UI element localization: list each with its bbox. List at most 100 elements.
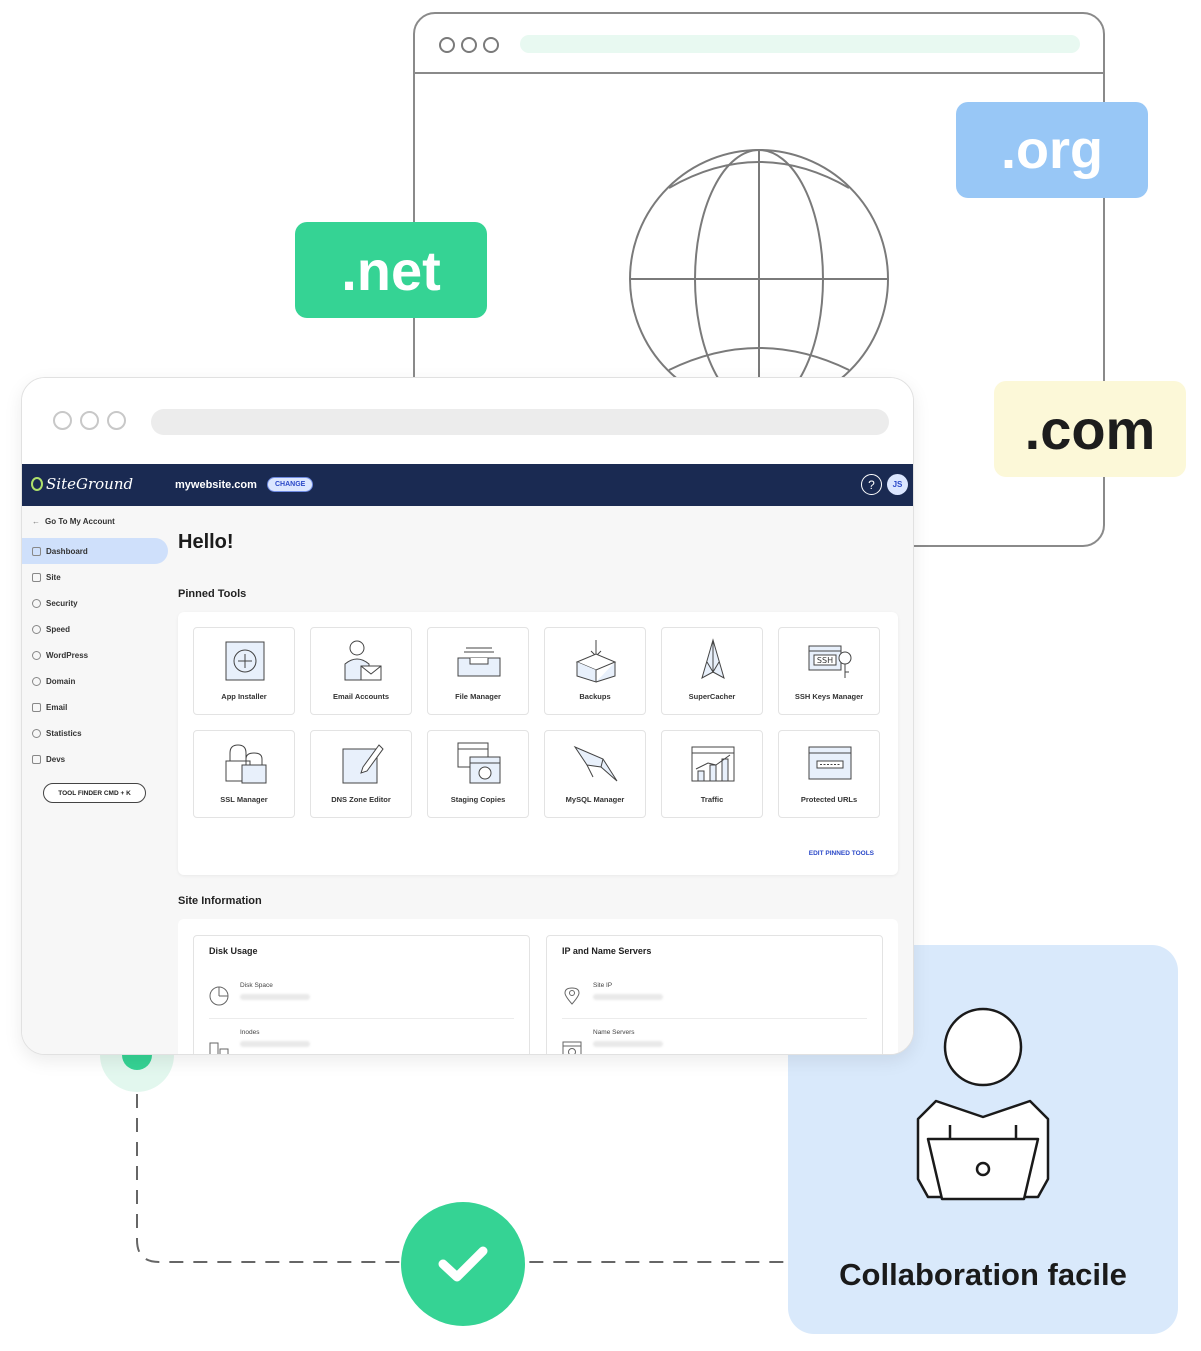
tool-label: SSL Manager	[220, 795, 268, 804]
page-title: Hello!	[178, 531, 234, 553]
sidebar-item-wordpress[interactable]: WordPress	[22, 642, 168, 668]
site-ip-label: Site IP	[593, 982, 613, 989]
brand-name: SiteGround	[46, 475, 134, 493]
tool-ssh-keys-manager[interactable]: SSH SSH Keys Manager	[778, 627, 880, 715]
disk-usage-title: Disk Usage	[209, 946, 258, 956]
rocket-icon	[32, 624, 41, 634]
sidebar-item-domain[interactable]: Domain	[22, 668, 168, 694]
tool-traffic[interactable]: Traffic	[661, 730, 763, 818]
address-bar[interactable]	[151, 409, 889, 435]
sidebar-item-devs[interactable]: Devs	[22, 746, 168, 772]
site-ip-value	[593, 994, 663, 1000]
background-window-toolbar	[415, 14, 1103, 74]
sidebar: ← Go To My Account Dashboard Site Securi…	[22, 506, 168, 1054]
ssh-keys-icon: SSH	[808, 645, 852, 678]
chart-icon	[32, 728, 41, 738]
collaboration-card: Collaboration facile	[788, 945, 1178, 1334]
tool-label: Backups	[579, 692, 611, 701]
name-servers-value	[593, 1041, 663, 1047]
sidebar-item-statistics[interactable]: Statistics	[22, 720, 168, 746]
inodes-value	[240, 1041, 310, 1047]
mysql-icon	[573, 745, 618, 782]
sidebar-item-speed[interactable]: Speed	[22, 616, 168, 642]
tool-label: SSH Keys Manager	[794, 692, 864, 701]
grid-icon	[32, 546, 41, 556]
file-manager-icon	[457, 647, 501, 677]
site-icon	[32, 572, 41, 582]
sidebar-item-label: Security	[46, 598, 78, 608]
tool-staging-copies[interactable]: Staging Copies	[427, 730, 529, 818]
pinned-tools-title: Pinned Tools	[178, 588, 247, 600]
tool-app-installer[interactable]: App Installer	[193, 627, 295, 715]
wordpress-icon	[32, 650, 41, 660]
sidebar-item-label: Speed	[46, 624, 71, 634]
name-servers-label: Name Servers	[593, 1029, 635, 1036]
tool-supercacher[interactable]: SuperCacher	[661, 627, 763, 715]
disk-usage-box: Disk Usage Disk Space Inodes	[193, 935, 530, 1054]
go-to-account-link[interactable]: ← Go To My Account	[32, 517, 115, 526]
globe-icon	[629, 149, 889, 378]
sidebar-item-label: Statistics	[46, 728, 82, 738]
tool-label: App Installer	[221, 692, 267, 701]
inodes-label: Inodes	[240, 1029, 260, 1036]
pinned-tools-card: App Installer Email Accounts File Manage…	[178, 612, 898, 875]
sidebar-item-label: Email	[46, 702, 68, 712]
sidebar-item-label: Site	[46, 572, 61, 582]
checkmark-icon	[438, 1246, 488, 1282]
tool-label: DNS Zone Editor	[331, 795, 391, 804]
siteground-logo[interactable]: SiteGround	[31, 475, 133, 493]
tool-dns-zone-editor[interactable]: DNS Zone Editor	[310, 730, 412, 818]
inodes-row: Inodes	[209, 1018, 514, 1054]
lock-icon	[32, 598, 41, 608]
window-controls[interactable]	[53, 411, 126, 430]
go-to-account-label: Go To My Account	[45, 517, 115, 526]
mail-icon	[32, 702, 41, 712]
sidebar-item-security[interactable]: Security	[22, 590, 168, 616]
edit-pinned-tools-link[interactable]: EDIT PINNED TOOLS	[808, 850, 874, 857]
app-header: SiteGround mywebsite.com CHANGE ? JS	[22, 464, 913, 506]
location-pin-icon	[564, 987, 580, 1005]
site-name: mywebsite.com	[175, 479, 257, 491]
dashboard-browser-window: SiteGround mywebsite.com CHANGE ? JS ← G…	[21, 377, 914, 1055]
main-content: Hello! Pinned Tools App Installer Email	[168, 506, 913, 1054]
background-address-bar	[520, 35, 1080, 53]
sidebar-item-label: Devs	[46, 754, 66, 764]
tool-backups[interactable]: Backups	[544, 627, 646, 715]
browser-toolbar	[22, 378, 913, 464]
tool-mysql-manager[interactable]: MySQL Manager	[544, 730, 646, 818]
sidebar-item-email[interactable]: Email	[22, 694, 168, 720]
tool-file-manager[interactable]: File Manager	[427, 627, 529, 715]
disk-space-label: Disk Space	[240, 982, 273, 989]
traffic-icon	[691, 746, 735, 782]
avatar[interactable]: JS	[887, 474, 908, 495]
tool-label: File Manager	[455, 692, 501, 701]
name-servers-row: Name Servers	[562, 1018, 867, 1054]
backups-icon	[575, 640, 617, 683]
disk-space-value	[240, 994, 310, 1000]
code-icon	[32, 754, 41, 764]
sidebar-item-label: WordPress	[46, 650, 89, 660]
tool-label: Email Accounts	[333, 692, 389, 701]
tool-ssl-manager[interactable]: SSL Manager	[193, 730, 295, 818]
sidebar-item-dashboard[interactable]: Dashboard	[22, 538, 168, 564]
change-site-button[interactable]: CHANGE	[267, 477, 314, 492]
tool-label: MySQL Manager	[565, 795, 625, 804]
org-domain-tag: .org	[956, 102, 1148, 198]
help-icon[interactable]: ?	[861, 474, 882, 495]
ssl-lock-icon	[225, 744, 267, 784]
disk-space-row: Disk Space	[209, 982, 514, 1026]
inodes-icon	[209, 1042, 229, 1054]
tool-label: SuperCacher	[688, 692, 736, 701]
tool-label: Protected URLs	[800, 795, 858, 804]
sidebar-item-site[interactable]: Site	[22, 564, 168, 590]
background-window-controls	[439, 37, 499, 53]
person-laptop-icon	[916, 1007, 1050, 1201]
site-information-title: Site Information	[178, 895, 262, 907]
protected-urls-icon	[808, 746, 852, 780]
tool-protected-urls[interactable]: Protected URLs	[778, 730, 880, 818]
tool-email-accounts[interactable]: Email Accounts	[310, 627, 412, 715]
arrow-left-icon: ←	[32, 517, 40, 526]
siteground-logo-icon	[31, 477, 43, 491]
tool-finder-button[interactable]: TOOL FINDER CMD + K	[43, 783, 146, 803]
globe-small-icon	[32, 676, 41, 686]
